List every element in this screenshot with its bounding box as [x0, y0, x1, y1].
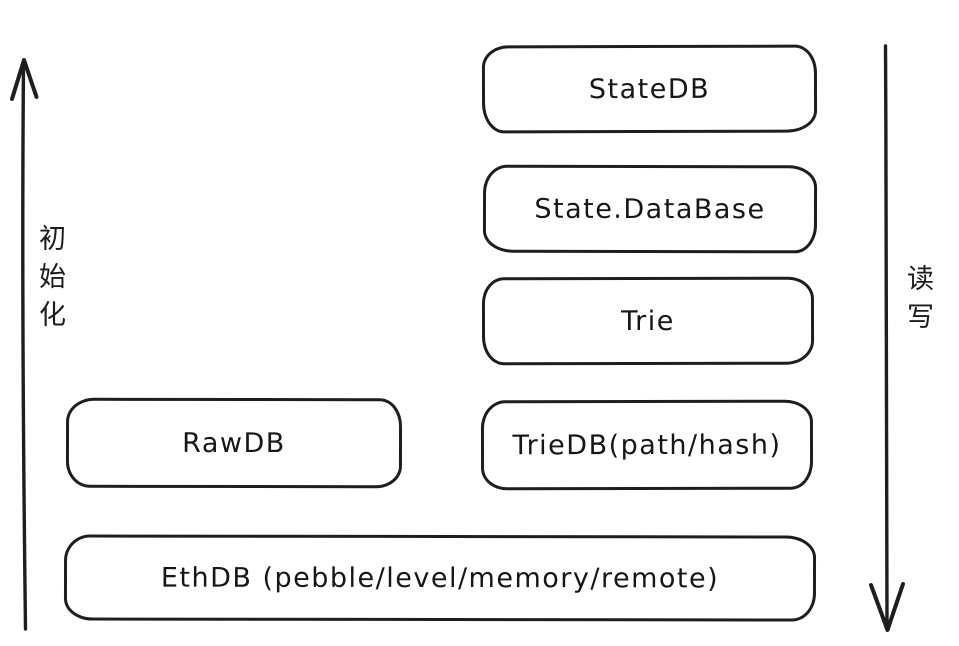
box-rawdb-label: RawDB — [182, 427, 286, 459]
read-write-arrow-down-icon — [869, 44, 905, 632]
box-triedb: TrieDB(path/hash) — [480, 399, 814, 491]
init-axis-label: 初始化 — [34, 224, 65, 338]
box-rawdb: RawDB — [65, 397, 403, 489]
init-arrow-up-icon — [10, 58, 39, 631]
box-ethdb: EthDB (pebble/level/memory/remote) — [63, 534, 817, 622]
read-write-axis-label: 读写 — [902, 264, 933, 340]
box-trie-label: Trie — [621, 305, 675, 337]
box-ethdb-label: EthDB (pebble/level/memory/remote) — [160, 562, 720, 594]
box-statedb-label: StateDB — [588, 73, 711, 105]
box-trie: Trie — [481, 276, 815, 366]
box-statedb: StateDB — [481, 44, 818, 134]
box-triedb-label: TrieDB(path/hash) — [512, 429, 782, 461]
box-state-database-label: State.DataBase — [534, 193, 766, 225]
box-state-database: State.DataBase — [482, 164, 818, 254]
